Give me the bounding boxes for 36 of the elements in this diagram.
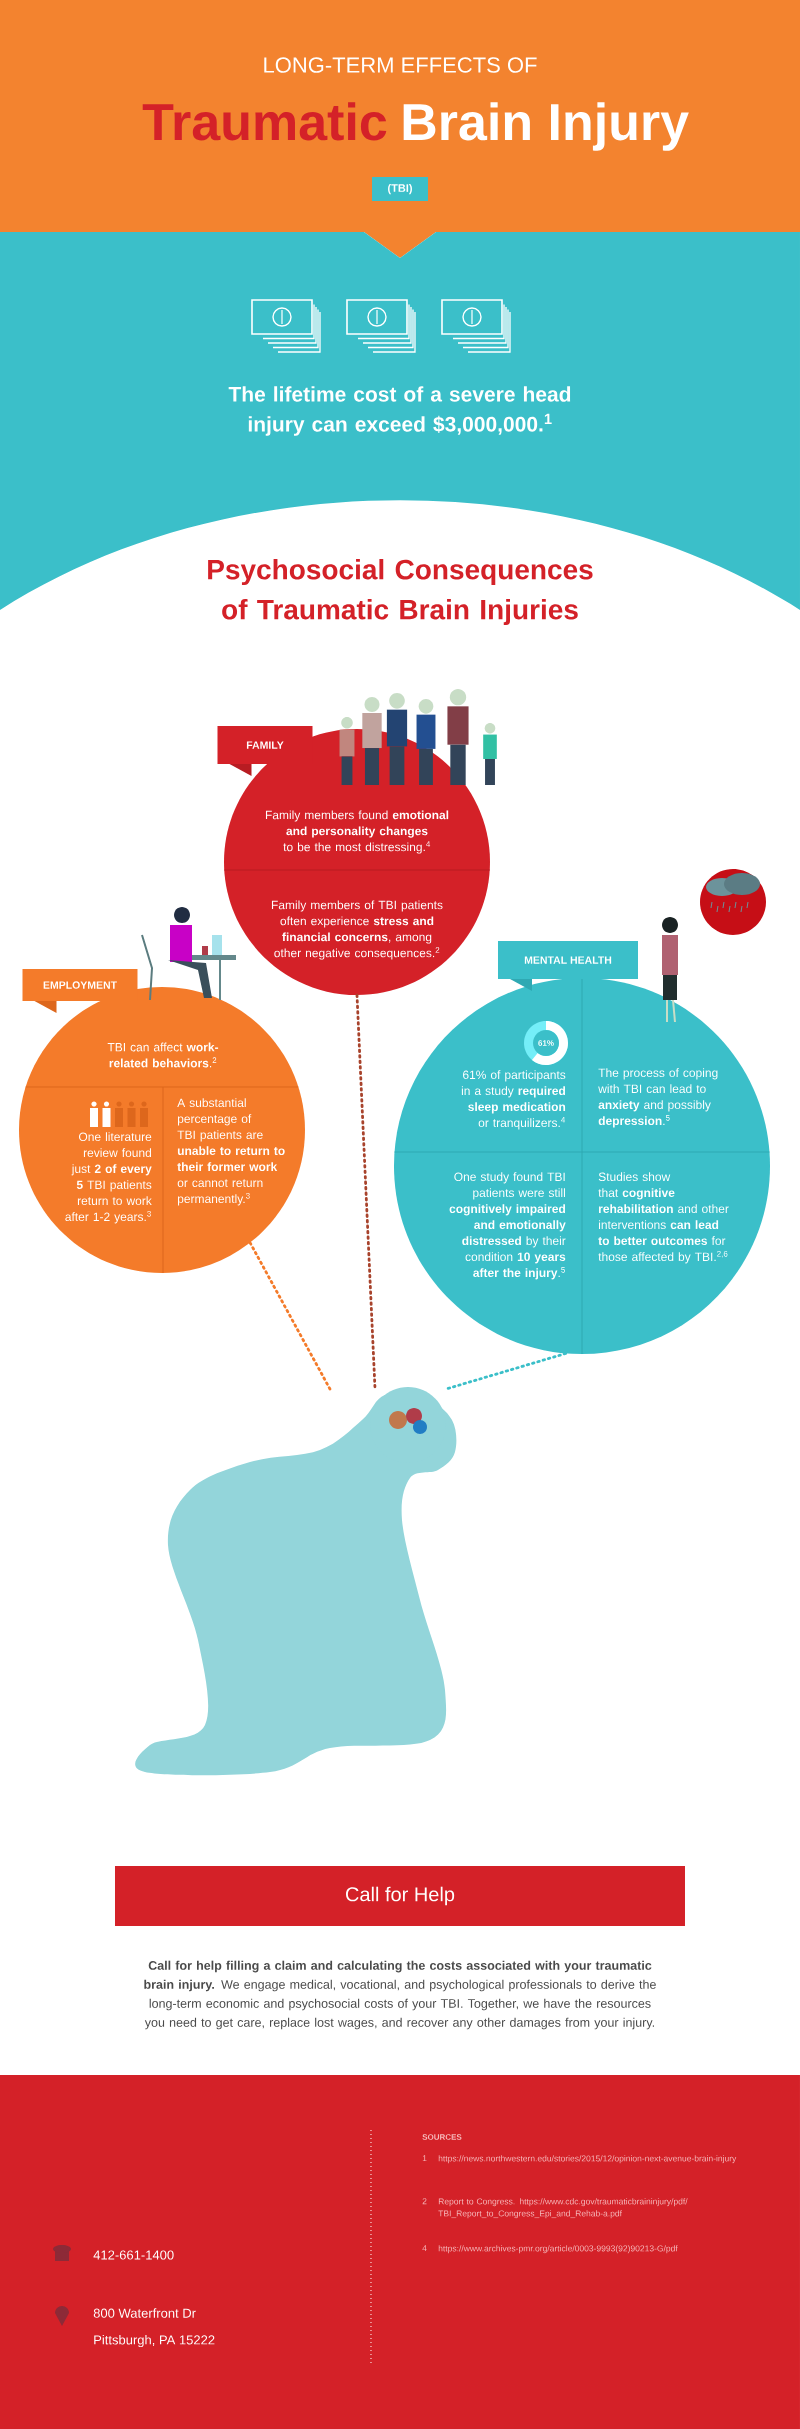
address-line: 800 Waterfront Dr xyxy=(93,2308,196,2318)
dotted-line xyxy=(355,993,377,1391)
title-text: Traumatic xyxy=(142,102,387,141)
cost-text: The lifetime cost of a severe head injury can exceed $3,000,000.$^{1}$ xyxy=(228,386,571,436)
section-heading: Psychosocial Consequences of Traumatic Brain Injuries xyxy=(208,559,593,626)
dotted-line xyxy=(248,1241,332,1391)
tag-badge: (TBI) xyxy=(372,177,428,201)
paragraph: One study found TBI patients were still cognitively impaired and emotionally distressed by their condition 10 years after the injury.$^{5}$ xyxy=(449,1172,566,1280)
header-text: LONG-TERM EFFECTS OF xyxy=(264,57,537,73)
source-number: 2 xyxy=(422,2198,427,2205)
source-text: https://www.archives-pmr.org/article/0003-9993(92)90213-G/pdf xyxy=(438,2245,678,2254)
ribbon-banner: MENTAL HEALTH xyxy=(498,941,638,991)
person-drawing xyxy=(135,1387,457,1776)
paragraph: TBI can affect work-related behaviors.$^{2}$ xyxy=(107,1042,219,1068)
sources-heading: SOURCES xyxy=(422,2134,462,2140)
donut-chart: 61% xyxy=(524,1021,568,1065)
ribbon-banner: EMPLOYMENT xyxy=(22,969,138,1013)
phone-number: 412-661-1400 xyxy=(93,2250,174,2260)
ribbon-banner: FAMILY xyxy=(217,726,313,776)
paragraph: Studies show that cognitive rehabilitation and other interventions can lead to better outcomes for those affected by TBI.$^{2,6}$ xyxy=(598,1172,729,1264)
source-text: https://news.northwestern.edu/stories/2015/12/opinion-next-avenue-brain-injury xyxy=(438,2155,737,2164)
paragraph: One literature review found just 2 of every 5 TBI patients return to work after 1-2 years.$^{3}$ xyxy=(65,1132,152,1224)
source-text: Report to Congress. https://www.cdc.gov/traumaticbraininjury/pdf/TBI_Report_to_Congress_Epi_and_Rehab-a.pdf xyxy=(438,2198,688,2219)
circle-panel xyxy=(217,726,491,995)
source-number: 1 xyxy=(422,2155,427,2162)
source-number: 4 xyxy=(422,2245,427,2252)
paragraph: Family members found emotional and personality changes to be the most distressing.$^{4}$ xyxy=(265,810,449,854)
paragraph: The process of coping with TBI can lead to anxiety and possibly depression.$^{5}$ xyxy=(598,1068,718,1128)
body-paragraph: Call for help filling a claim and calculating the costs associated with your traumatic brain injury. We engage medical, vocational, and psychological professionals to derive the long-term economic and psychosocial costs of your TBI. Together, we have the resources you need to get care, replace lost wages, and recover any other damages from your injury. xyxy=(144,1960,656,2030)
paragraph: Family members of TBI patients often experience stress and financial concerns, among other negative consequences.$^{2}$ xyxy=(271,900,443,960)
circle-panel xyxy=(19,969,305,1274)
paragraph: A substantial percentage of TBI patients are unable to return to their former work or cannot return permanently.$^{3}$ xyxy=(177,1098,285,1206)
title-text: Brain Injury xyxy=(403,102,689,151)
address-line: Pittsburgh, PA 15222 xyxy=(94,2334,215,2348)
call-banner: Call for Help xyxy=(115,1866,685,1926)
paragraph: 61% of participants in a study required sleep medication or tranquilizers.$^{4}$ xyxy=(461,1070,566,1130)
